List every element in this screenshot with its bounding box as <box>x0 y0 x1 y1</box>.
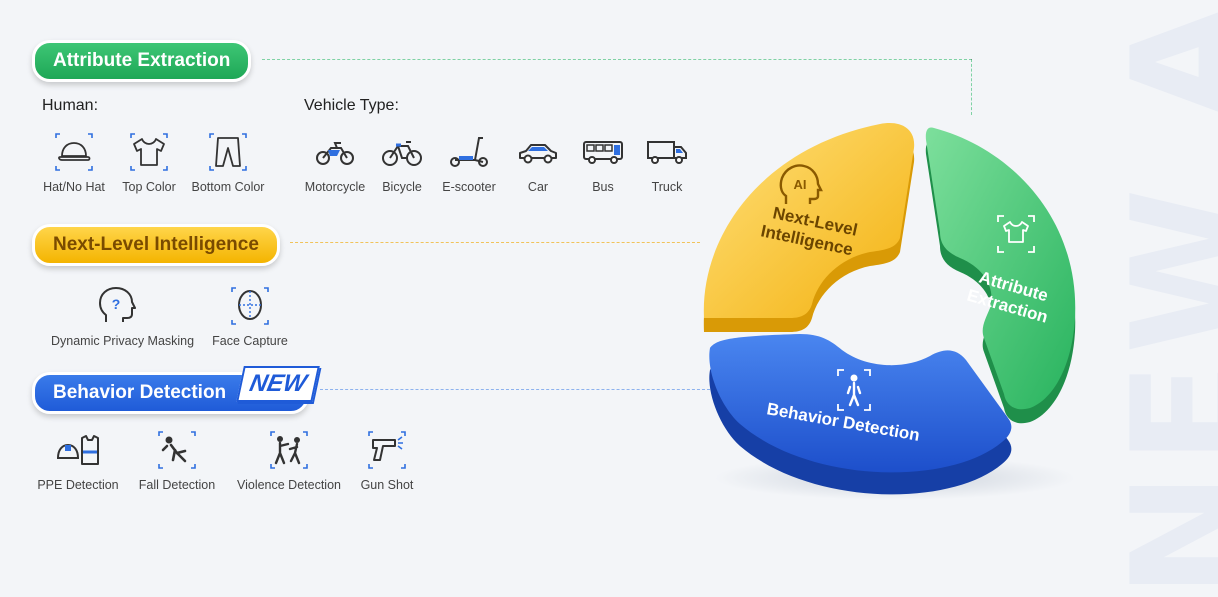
person-icon <box>837 369 871 411</box>
violence-icon <box>270 431 308 469</box>
human-label: Human: <box>42 97 99 114</box>
item-e-scooter: E-scooter <box>424 130 514 194</box>
label-hat: Hat/No Hat <box>43 180 105 194</box>
item-motorcycle: Motorcycle <box>290 130 380 194</box>
shirt-icon <box>997 215 1035 253</box>
label-bicycle: Bicycle <box>382 180 422 194</box>
watermark: NEW AI <box>1101 0 1218 597</box>
next-level-intelligence-pill: Next-Level Intelligence <box>32 224 280 266</box>
label-ppe-detection: PPE Detection <box>37 478 119 492</box>
svg-text:AI: AI <box>794 177 807 192</box>
item-privacy-masking: ? Dynamic Privacy Masking <box>51 284 194 348</box>
hat-icon <box>55 133 93 171</box>
label-gun-shot: Gun Shot <box>360 478 414 492</box>
label-fall-detection: Fall Detection <box>138 478 216 492</box>
item-car: Car <box>493 130 583 194</box>
privacy-head-icon: ? <box>99 287 136 322</box>
item-top-color: Top Color <box>104 130 194 194</box>
ai-head-icon: AI <box>779 164 823 204</box>
e-scooter-icon <box>450 137 488 167</box>
feature-donut: AI Next-Level Intelligence Attribute Ext… <box>703 123 1076 500</box>
bus-icon <box>583 141 623 164</box>
connector-attribute-vertical <box>971 59 972 115</box>
fall-icon <box>158 431 196 469</box>
shirt-icon <box>130 133 168 171</box>
item-truck: Truck <box>622 130 712 194</box>
item-hat: Hat/No Hat <box>29 130 119 194</box>
new-badge: NEW <box>236 366 320 402</box>
label-truck: Truck <box>651 180 683 194</box>
attribute-extraction-pill: Attribute Extraction <box>32 40 252 82</box>
item-bus: Bus <box>558 130 648 194</box>
connector-intelligence <box>290 242 700 243</box>
item-bicycle: Bicycle <box>357 130 447 194</box>
label-e-scooter: E-scooter <box>442 180 496 194</box>
label-top-color: Top Color <box>122 180 176 194</box>
item-violence-detection: Violence Detection <box>237 428 341 492</box>
connector-attribute <box>262 59 972 60</box>
car-icon <box>519 144 557 164</box>
item-bottom-color: Bottom Color <box>183 130 273 194</box>
segment-attribute <box>925 127 1076 410</box>
gun-icon <box>368 431 406 469</box>
item-face-capture: Face Capture <box>205 284 295 348</box>
item-fall-detection: Fall Detection <box>132 428 222 492</box>
item-ppe-detection: PPE Detection <box>33 428 123 492</box>
label-bottom-color: Bottom Color <box>191 180 265 194</box>
face-capture-icon <box>231 287 269 325</box>
pants-icon <box>209 133 247 171</box>
truck-icon <box>647 141 687 164</box>
bicycle-icon <box>382 141 422 166</box>
label-bus: Bus <box>592 180 614 194</box>
vehicle-type-label: Vehicle Type: <box>304 97 399 114</box>
ppe-icon <box>56 435 99 465</box>
item-gun-shot: Gun Shot <box>342 428 432 492</box>
label-car: Car <box>527 180 549 194</box>
svg-text:?: ? <box>112 296 121 312</box>
label-privacy-masking: Dynamic Privacy Masking <box>51 334 195 348</box>
label-violence-detection: Violence Detection <box>236 478 341 492</box>
label-motorcycle: Motorcycle <box>304 180 366 194</box>
motorcycle-icon <box>316 142 354 165</box>
label-face-capture: Face Capture <box>212 334 288 348</box>
segment-behavior <box>709 334 1012 473</box>
connector-behavior <box>320 389 710 390</box>
